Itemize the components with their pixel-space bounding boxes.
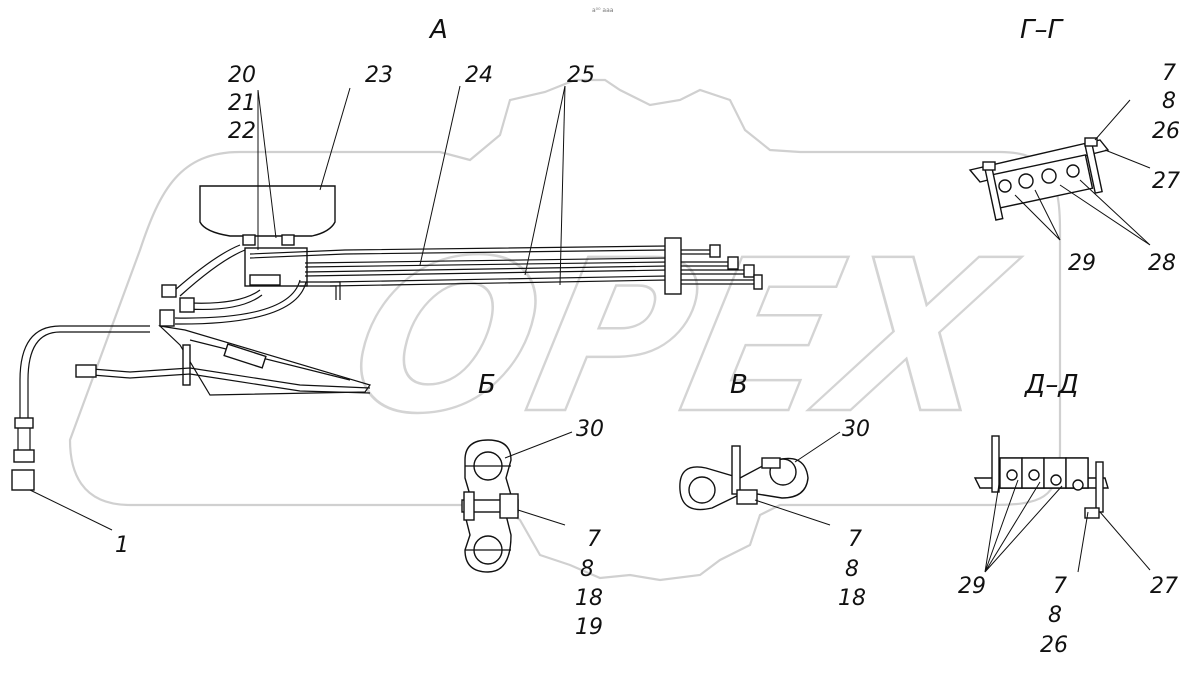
label-b-8: 8: [580, 557, 594, 582]
label-v-7: 7: [848, 527, 862, 552]
label-g-27: 27: [1152, 169, 1180, 194]
label-v-8: 8: [845, 557, 859, 582]
leaders-d-d: [984, 477, 1151, 573]
clamp-view-v: [679, 445, 809, 511]
leaders-b: [504, 431, 573, 526]
label-d-8: 8: [1048, 603, 1062, 628]
label-20: 20: [228, 63, 256, 88]
hose-clamp: [14, 417, 34, 429]
label-g-28: 28: [1148, 251, 1176, 276]
label-b-19: 19: [575, 615, 603, 640]
view-title-b: Б: [478, 370, 496, 400]
view-title-d: Д–Д: [1024, 370, 1079, 400]
label-1: 1: [115, 533, 129, 558]
view-title-a: А: [428, 15, 448, 45]
label-v-30: 30: [842, 417, 870, 442]
clamp-view-b: [461, 439, 519, 573]
section-g-g: [968, 137, 1110, 221]
label-d-26: 26: [1040, 633, 1068, 658]
main-assembly: [11, 185, 763, 491]
hose-end-fitting-1: [11, 469, 35, 491]
label-23: 23: [365, 63, 393, 88]
label-25: 25: [567, 63, 595, 88]
label-d-29: 29: [958, 574, 986, 599]
label-22: 22: [228, 119, 256, 144]
tank-fitting-right: [281, 234, 295, 246]
label-d-27: 27: [1150, 574, 1178, 599]
label-b-7: 7: [587, 527, 601, 552]
leaders-v: [754, 431, 841, 526]
watermark-gear: [68, 78, 1062, 582]
label-d-7: 7: [1053, 574, 1067, 599]
label-v-18: 18: [838, 586, 866, 611]
section-d-d: [973, 435, 1109, 519]
pipe-clamp-a: [664, 237, 682, 295]
label-g-29: 29: [1068, 251, 1096, 276]
stamp-text: a⁰⁰ aaa: [592, 7, 614, 14]
view-title-g: Г–Г: [1020, 15, 1064, 45]
label-g-8: 8: [1162, 89, 1176, 114]
label-b-18: 18: [575, 586, 603, 611]
leaders-view-a: [29, 85, 566, 531]
label-g-7: 7: [1162, 61, 1176, 86]
tank-23: [199, 185, 336, 237]
label-21: 21: [228, 91, 256, 116]
label-g-26: 26: [1152, 119, 1180, 144]
leaders-g-g: [1014, 99, 1151, 246]
tank-fitting-left: [242, 234, 256, 246]
view-title-v: В: [730, 370, 748, 400]
label-24: 24: [465, 63, 493, 88]
label-b-30: 30: [576, 417, 604, 442]
